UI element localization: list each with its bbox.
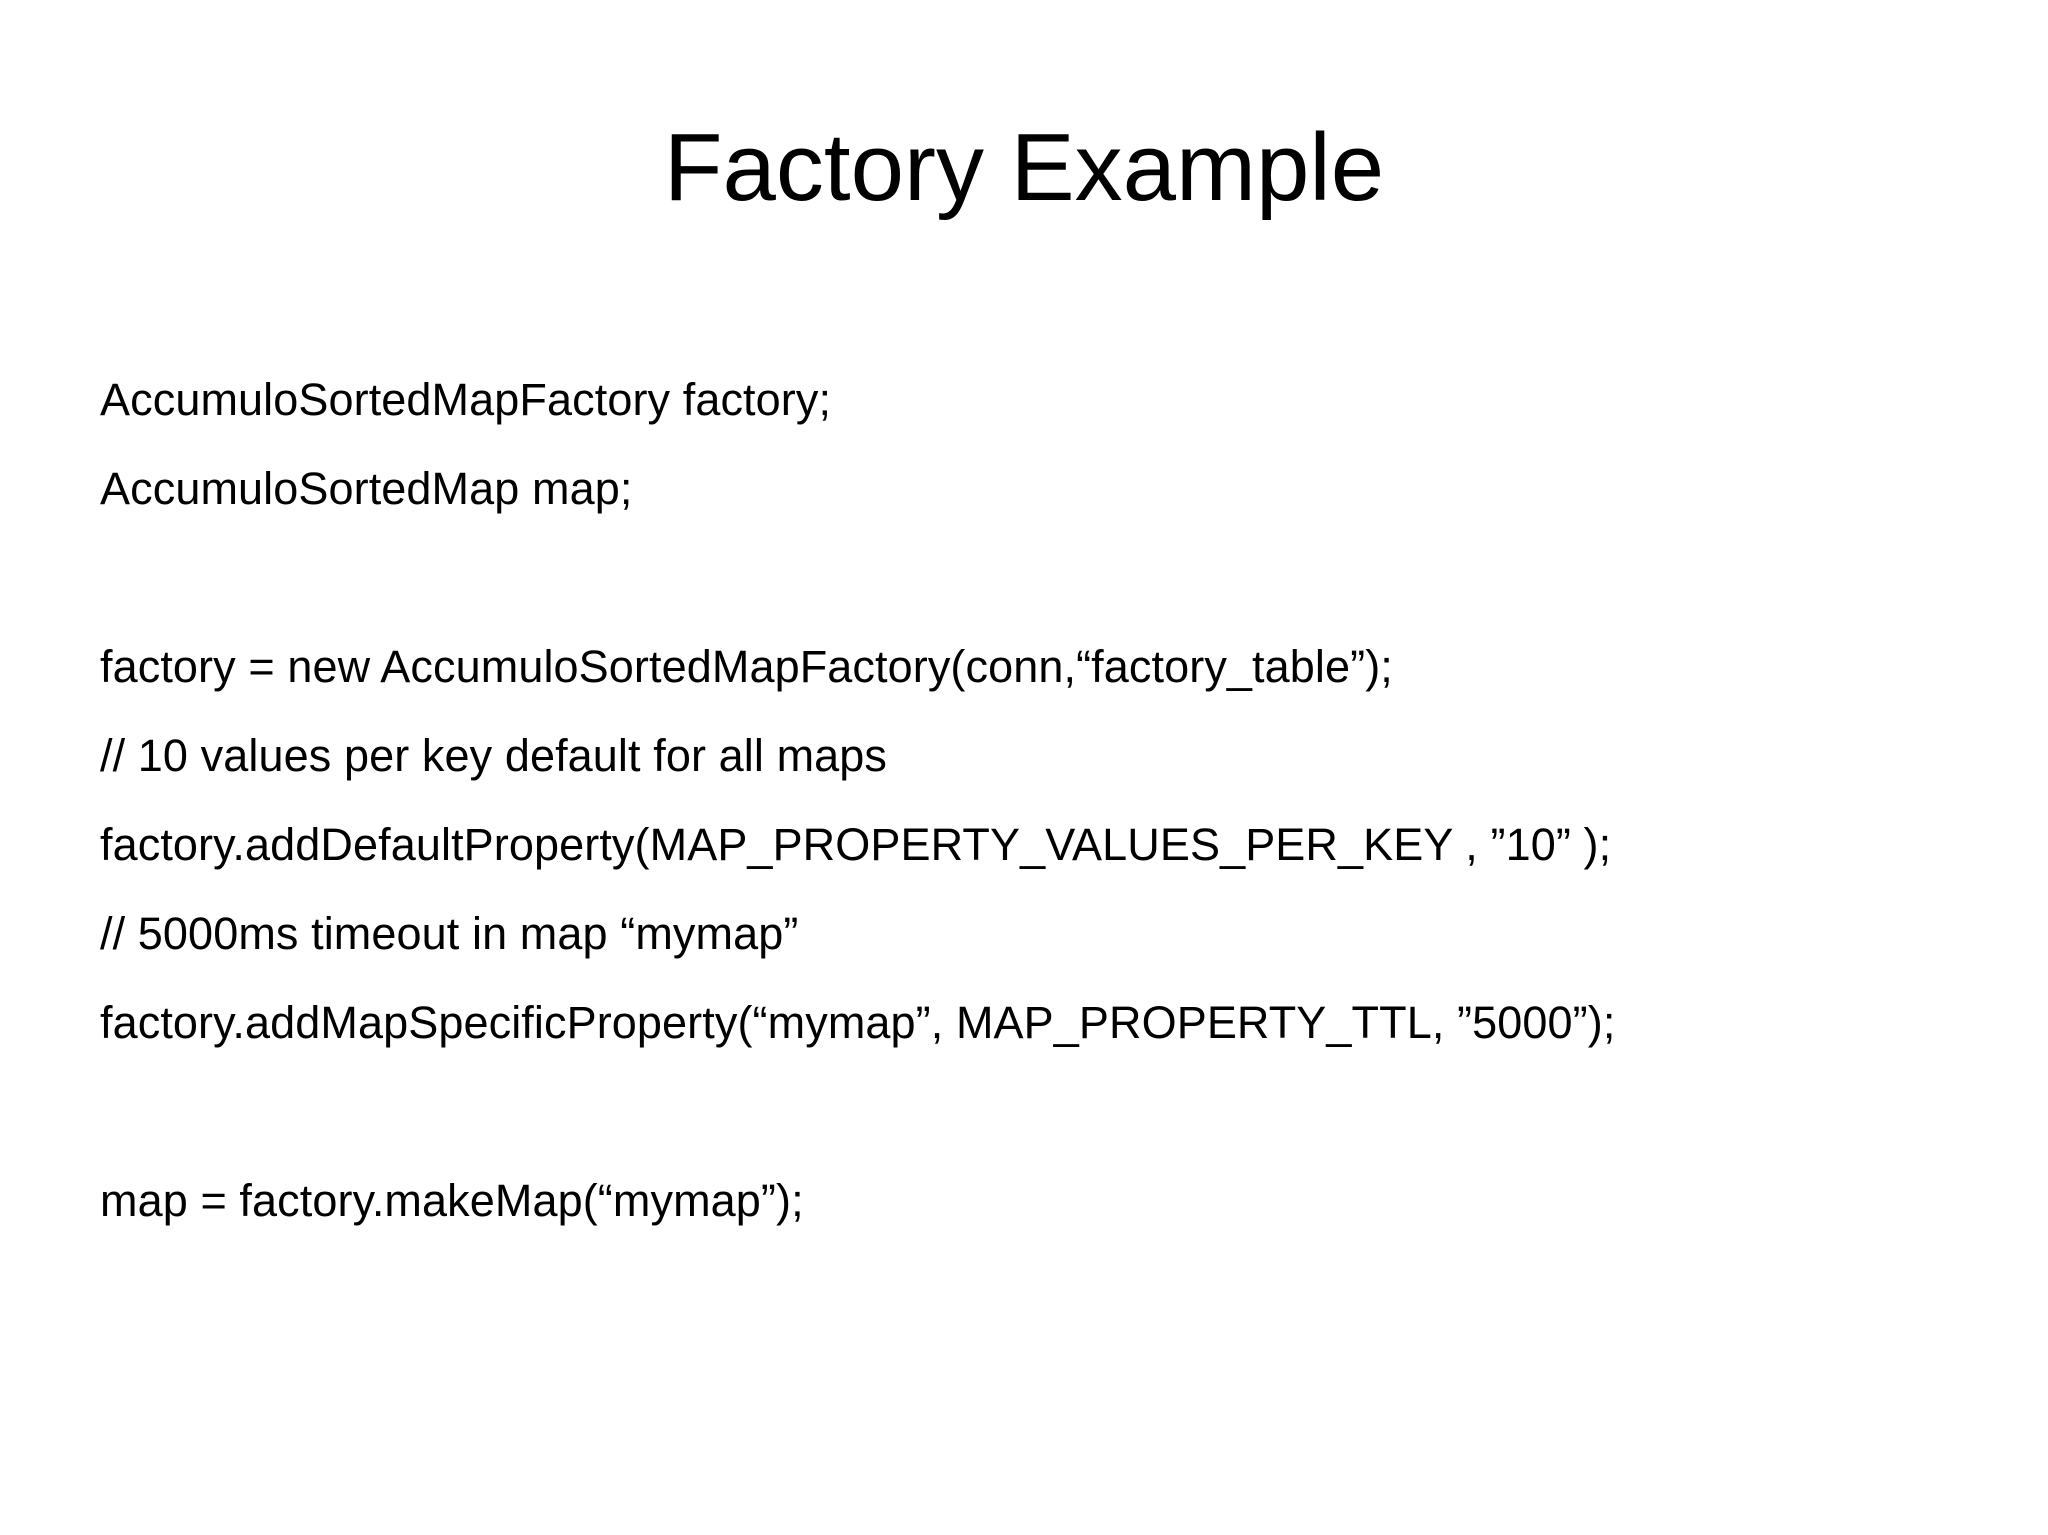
code-line-spacer: [100, 533, 1980, 622]
slide-body: AccumuloSortedMapFactory factory; Accumu…: [100, 355, 1980, 1245]
page-title: Factory Example: [663, 114, 1385, 221]
code-line: AccumuloSortedMapFactory factory;: [100, 374, 832, 425]
code-line-spacer: [100, 1067, 1980, 1156]
code-line: map = factory.makeMap(“mymap”);: [100, 1175, 804, 1226]
code-line: AccumuloSortedMap map;: [100, 463, 633, 514]
code-line: // 5000ms timeout in map “mymap”: [100, 908, 799, 959]
code-line: factory = new AccumuloSortedMapFactory(c…: [100, 641, 1393, 692]
code-line: factory.addDefaultProperty(MAP_PROPERTY_…: [100, 819, 1612, 870]
code-line: factory.addMapSpecificProperty(“mymap”, …: [100, 997, 1616, 1048]
code-line: // 10 values per key default for all map…: [100, 730, 888, 781]
